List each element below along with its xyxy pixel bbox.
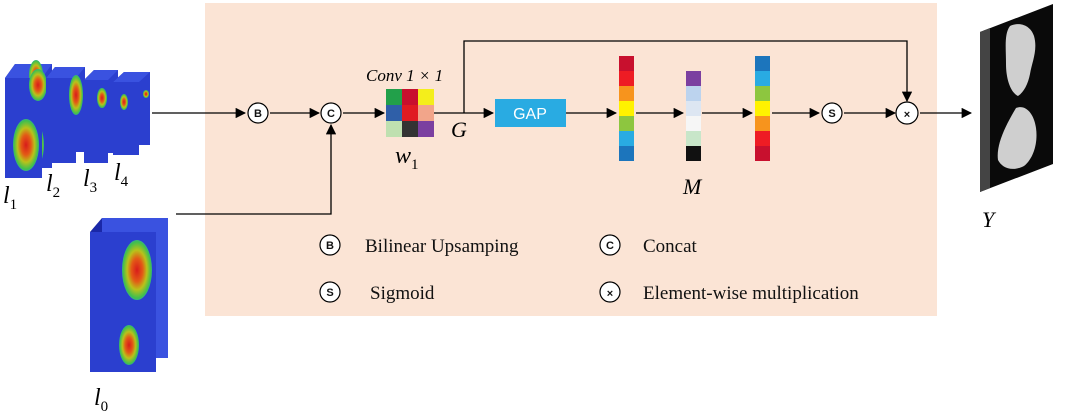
channel-vector-2 — [686, 71, 701, 161]
legend-bilinear: B Bilinear Upsamping — [319, 234, 519, 257]
gap-box: GAP — [495, 99, 566, 127]
legend-multiply: × Element-wise multiplication — [599, 281, 859, 304]
svg-text:Concat: Concat — [643, 236, 698, 257]
feature-map-l0 — [90, 218, 168, 372]
label-l3: l3 — [83, 166, 97, 196]
module-background-panel — [205, 3, 937, 316]
label-y: Y — [982, 207, 997, 232]
conv-label: Conv 1 × 1 — [366, 66, 443, 85]
label-l0: l0 — [94, 385, 108, 414]
feature-map-l3 — [84, 70, 118, 163]
feature-map-l1 — [5, 60, 52, 178]
output-map-y — [980, 4, 1053, 192]
svg-text:×: × — [904, 109, 910, 121]
label-m: M — [682, 174, 703, 199]
label-l1: l1 — [3, 183, 17, 213]
svg-text:S: S — [326, 287, 333, 299]
svg-text:C: C — [606, 240, 614, 252]
svg-text:×: × — [607, 288, 613, 300]
channel-vector-3 — [755, 56, 770, 161]
svg-text:C: C — [327, 108, 335, 120]
svg-text:B: B — [326, 240, 334, 252]
sigmoid-operator: S — [821, 102, 843, 124]
svg-text:B: B — [254, 108, 262, 120]
legend-sigmoid: S Sigmoid — [319, 281, 435, 304]
svg-text:Sigmoid: Sigmoid — [370, 283, 435, 304]
label-l2: l2 — [46, 171, 60, 201]
bilinear-operator: B — [247, 102, 269, 124]
legend-concat: C Concat — [599, 234, 698, 257]
conv-weight-grid — [386, 89, 434, 137]
arrow-l0-to-concat — [176, 123, 337, 215]
channel-vector-1 — [619, 56, 634, 161]
multiply-operator: × — [895, 101, 919, 125]
label-l4: l4 — [114, 160, 129, 190]
feature-map-l4 — [113, 72, 150, 155]
svg-text:Bilinear Upsamping: Bilinear Upsamping — [365, 236, 519, 257]
svg-text:Element-wise multiplication: Element-wise multiplication — [643, 283, 859, 304]
feature-map-l2 — [46, 67, 85, 163]
label-w1: w1 — [395, 143, 419, 173]
arrow-skip-to-multiply — [463, 40, 913, 113]
concat-operator: C — [320, 102, 342, 124]
label-g: G — [451, 117, 467, 142]
svg-text:GAP: GAP — [513, 106, 547, 123]
svg-text:S: S — [828, 108, 835, 120]
